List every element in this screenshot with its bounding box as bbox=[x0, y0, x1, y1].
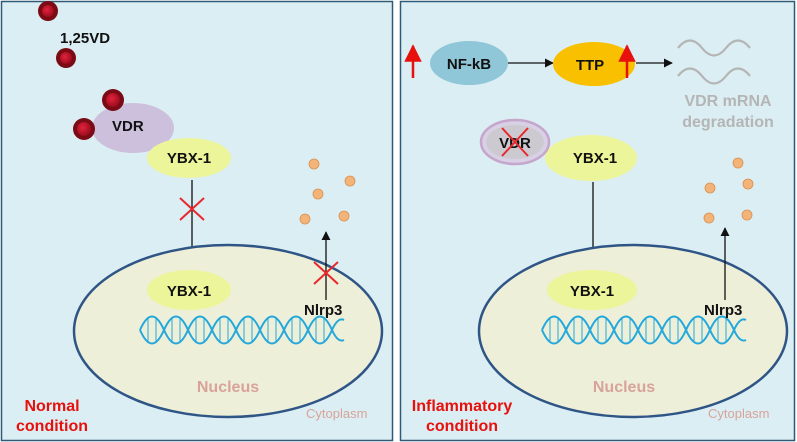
ttp-node bbox=[553, 42, 635, 86]
condition-label-line2: condition bbox=[16, 418, 88, 435]
mrna-wave-bottom bbox=[677, 67, 751, 85]
ybx1-nucleus bbox=[147, 270, 231, 310]
nlrp3-product-dots bbox=[703, 157, 754, 224]
cytoplasm-label: Cytoplasm bbox=[306, 406, 367, 421]
normal-condition-panel: 1,25VD VDR YBX-1 YBX-1 bbox=[0, 0, 394, 442]
vdr-bound-ligands bbox=[73, 89, 124, 140]
vdr-receptor bbox=[92, 103, 174, 153]
nfkb-label: NF-kB bbox=[447, 56, 491, 73]
condition-label-line2: condition bbox=[426, 418, 498, 435]
cytoplasm-label: Cytoplasm bbox=[708, 406, 769, 421]
nfkb-node bbox=[430, 41, 508, 85]
ligand-molecules bbox=[38, 1, 76, 68]
nlrp3-label: Nlrp3 bbox=[704, 302, 742, 319]
ligand-label: 1,25VD bbox=[60, 30, 110, 47]
blocked-translocation-x bbox=[179, 197, 205, 221]
dna-helix-strand-b bbox=[139, 315, 345, 345]
nlrp3-product-dots bbox=[299, 158, 356, 225]
condition-label-line1: Normal bbox=[24, 398, 79, 415]
inflammatory-condition-panel: NF-kB TTP VDR mRNA degradation YBX-1 VDR… bbox=[399, 0, 796, 442]
nlrp3-label: Nlrp3 bbox=[304, 302, 342, 319]
ybx1-cytoplasm-label: YBX-1 bbox=[573, 150, 617, 167]
dna-helix-rungs bbox=[549, 318, 727, 342]
dna-helix-strand-a bbox=[139, 315, 345, 345]
nucleus-label: Nucleus bbox=[197, 379, 259, 396]
condition-label-line1: Inflammatory bbox=[412, 398, 513, 415]
mrna-degradation-line2: degradation bbox=[682, 114, 774, 131]
dna-helix-strand-a bbox=[541, 315, 747, 345]
ybx1-nucleus-label: YBX-1 bbox=[570, 283, 614, 300]
dna-helix-rungs bbox=[147, 318, 325, 342]
ttp-label: TTP bbox=[576, 57, 604, 74]
mrna-degradation-line1: VDR mRNA bbox=[684, 93, 772, 110]
vdr-degraded-x bbox=[501, 127, 529, 157]
mrna-wave-top bbox=[677, 39, 751, 57]
ybx1-cytoplasm-label: YBX-1 bbox=[167, 150, 211, 167]
ybx1-cytoplasm bbox=[545, 135, 637, 181]
nucleus-label: Nucleus bbox=[593, 379, 655, 396]
ybx1-cytoplasm bbox=[147, 138, 231, 178]
vdr-label: VDR bbox=[112, 118, 144, 135]
blocked-export-x bbox=[313, 261, 339, 285]
ybx1-nucleus-label: YBX-1 bbox=[167, 283, 211, 300]
ybx1-nucleus bbox=[547, 270, 637, 310]
dna-helix-strand-b bbox=[541, 315, 747, 345]
